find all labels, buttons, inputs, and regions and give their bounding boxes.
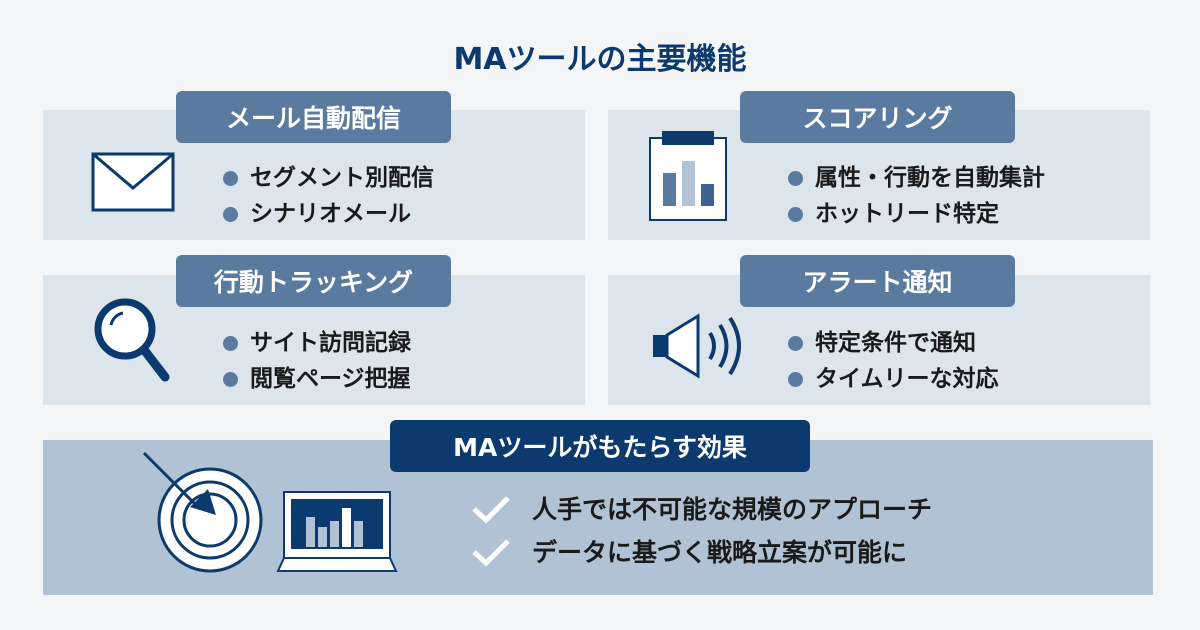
check-icon	[472, 538, 510, 566]
effects-label: MAツールがもたらす効果	[390, 420, 810, 472]
list-item: データに基づく戦略立案が可能に	[470, 531, 932, 574]
feature-list: セグメント別配信シナリオメール	[223, 160, 434, 232]
list-item: ホットリード特定	[788, 196, 1045, 232]
feature-list: 属性・行動を自動集計ホットリード特定	[788, 160, 1045, 232]
list-item: 人手では不可能な規模のアプローチ	[470, 488, 932, 531]
effects-list: 人手では不可能な規模のアプローチ データに基づく戦略立案が可能に	[470, 488, 932, 574]
effect-text: 人手では不可能な規模のアプローチ	[532, 495, 933, 524]
list-item: サイト訪問記録	[223, 325, 411, 361]
target-icon	[142, 451, 263, 573]
feature-label: メール自動配信	[176, 91, 451, 143]
magnifier-icon	[94, 298, 170, 382]
envelope-icon	[91, 152, 175, 212]
clipboard-chart-icon	[649, 131, 727, 221]
list-item: 特定条件で通知	[788, 325, 999, 361]
feature-list: 特定条件で通知タイムリーな対応	[788, 325, 999, 397]
list-item: 閲覧ページ把握	[223, 361, 411, 397]
feature-label: アラート通知	[740, 255, 1015, 307]
list-item: シナリオメール	[223, 196, 434, 232]
laptop-chart-icon	[276, 491, 398, 572]
list-item: タイムリーな対応	[788, 361, 999, 397]
feature-list: サイト訪問記録閲覧ページ把握	[223, 325, 411, 397]
list-item: 属性・行動を自動集計	[788, 160, 1045, 196]
list-item: セグメント別配信	[223, 160, 434, 196]
speaker-icon	[653, 313, 741, 379]
feature-label: スコアリング	[740, 91, 1015, 143]
effect-text: データに基づく戦略立案が可能に	[532, 538, 908, 567]
check-icon	[472, 495, 510, 523]
page-title: MAツールの主要機能	[453, 42, 747, 77]
feature-label: 行動トラッキング	[176, 255, 451, 307]
feature-card-tracking: サイト訪問記録閲覧ページ把握	[43, 275, 585, 405]
effects-panel	[43, 440, 1153, 595]
